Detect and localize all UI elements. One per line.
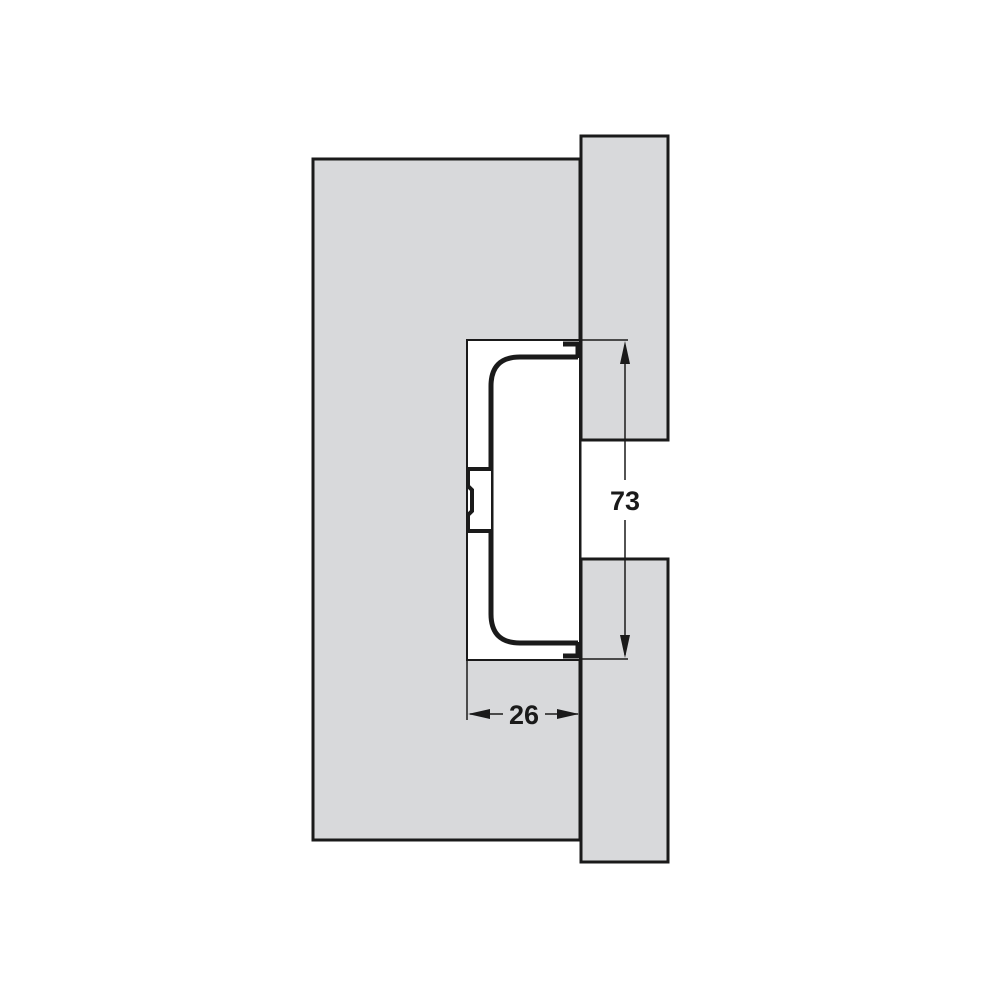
profile-top-lip — [563, 341, 581, 358]
arrow-left-icon — [468, 709, 490, 719]
handle-profile — [466, 341, 581, 659]
profile-bottom-lip — [563, 642, 581, 659]
lower-front-panel — [579, 557, 670, 864]
arrow-right-icon — [557, 709, 579, 719]
dimension-label-73: 73 — [610, 486, 640, 516]
profile-center-notch — [466, 467, 491, 533]
dimension-gap-height: 73 — [581, 339, 640, 660]
arrow-up-icon — [620, 341, 630, 364]
dimension-profile-depth: 26 — [466, 660, 579, 730]
dimension-label-26: 26 — [509, 700, 539, 730]
arrow-down-icon — [620, 635, 630, 658]
